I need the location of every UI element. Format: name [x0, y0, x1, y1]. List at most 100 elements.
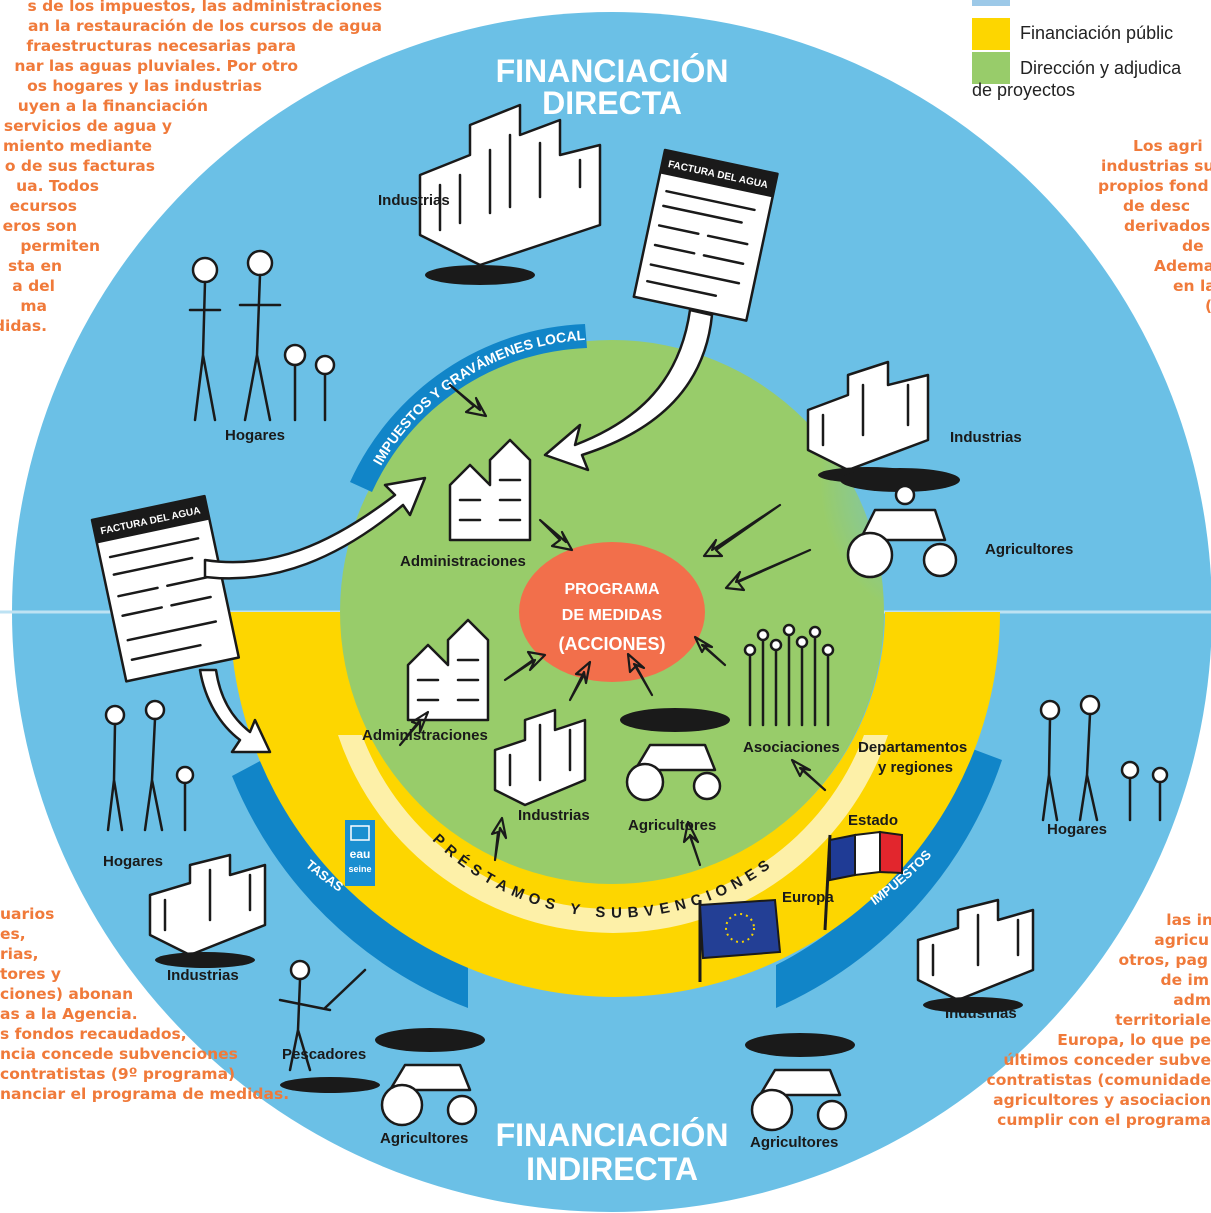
label-industrias-left: Industrias — [167, 967, 239, 984]
arrow-left-down — [198, 668, 272, 754]
program-oval — [519, 542, 705, 682]
family-right-icon — [1039, 694, 1169, 822]
factory-bottom-right-icon — [916, 898, 1035, 1013]
label-hogares-top: Hogares — [225, 427, 285, 444]
text-line: s fondos recaudados, — [0, 1025, 187, 1043]
text-line: an la restauración de los cursos de agua — [27, 17, 382, 35]
label-agricultores-right: Agricultores — [985, 541, 1073, 558]
text-line: territoriale — [1115, 1011, 1211, 1029]
text-line: derivados — [1124, 217, 1211, 235]
tractor-inner-icon — [620, 708, 730, 802]
legend-item-public-financing: Financiación públic — [972, 18, 1173, 50]
arrow-small-5 — [503, 650, 547, 682]
legend-swatch-green — [972, 52, 1010, 84]
text-line: permiten — [20, 237, 100, 255]
text-line: fraestructuras necesarias para — [26, 37, 296, 55]
water-bill-icon: FACTURA DEL AGUA — [632, 148, 779, 322]
eau-seine-logo: eau seine — [345, 820, 375, 886]
label-agricultores-bottom-left: Agricultores — [380, 1130, 468, 1147]
text-line: contratistas (9º programa) — [0, 1065, 236, 1083]
legend-label-line2: de proyectos — [972, 80, 1076, 100]
arrow-small-11 — [682, 820, 702, 867]
text-line: en la — [1173, 277, 1211, 295]
legend-swatch-yellow — [972, 18, 1010, 50]
arrow-small-3 — [702, 503, 782, 558]
impuestos-band — [776, 745, 1002, 1008]
arrow-small-12 — [790, 758, 827, 792]
text-line: ua. Todos — [16, 177, 99, 195]
arrow-small-10 — [490, 816, 508, 862]
text-line: uarios — [0, 905, 55, 923]
text-line: de — [1182, 237, 1204, 255]
label-industrias-top: Industrias — [378, 192, 450, 209]
text-line: as a la Agencia. — [0, 1005, 138, 1023]
text-line: ( — [1205, 296, 1211, 316]
tractor-right-icon — [840, 468, 960, 579]
svg-text:seine: seine — [348, 864, 371, 874]
prestamos-band — [230, 612, 1000, 997]
program-line1: PROGRAMA — [564, 581, 660, 598]
factory-icon — [418, 103, 602, 285]
family-left-icon — [104, 699, 195, 832]
label-administraciones-lower: Administraciones — [362, 727, 488, 744]
family-icon — [188, 249, 336, 422]
arrow-small-6 — [568, 660, 592, 702]
label-europa: Europa — [782, 889, 834, 906]
text-line: uyen a la financiación — [17, 97, 208, 115]
text-line: industrias sufr — [1101, 157, 1211, 175]
label-estado: Estado — [848, 812, 898, 829]
program-line3: (ACCIONES) — [559, 634, 666, 654]
text-line: cumplir con el programa — [997, 1111, 1211, 1129]
text-line: es, — [0, 925, 26, 943]
text-line: Adema — [1154, 257, 1211, 275]
text-line: Europa, lo que pe — [1057, 1031, 1211, 1049]
townhall-icon — [448, 438, 532, 542]
legend-label: Dirección y adjudica — [1020, 58, 1182, 78]
text-line: eros son — [2, 217, 77, 235]
arrow-small-9 — [398, 710, 430, 747]
text-line: propios fond — [1098, 177, 1209, 195]
text-line: servicios de agua y — [3, 117, 172, 135]
label-industrias-right: Industrias — [950, 429, 1022, 446]
indirect-title-line1: FINANCIACIÓN — [496, 1117, 729, 1153]
program-line2: DE MEDIDAS — [562, 607, 663, 624]
text-line: otros, pag — [1118, 951, 1208, 969]
text-line: o de sus facturas — [4, 157, 155, 175]
water-bill-left-icon: FACTURA DEL AGUA — [90, 494, 241, 683]
label-pescadores: Pescadores — [282, 1046, 366, 1063]
text-line: tores y — [0, 965, 61, 983]
text-line: s de los impuestos, las administraciones — [27, 0, 382, 15]
arrow-small-4 — [724, 548, 812, 592]
text-line: agricultores y asociacion — [993, 1091, 1211, 1109]
tractor-bottom-right-icon — [745, 1033, 855, 1132]
text-line: adm — [1173, 991, 1211, 1009]
text-line: las in — [1166, 911, 1211, 929]
top-right-text: Los agri industrias sufr propios fond de… — [1098, 136, 1211, 316]
text-line: Los agri — [1133, 137, 1203, 155]
text-line: ma — [20, 297, 47, 315]
label-hogares-right: Hogares — [1047, 821, 1107, 838]
label-hogares-left: Hogares — [103, 853, 163, 870]
label-asociaciones: Asociaciones — [743, 739, 840, 756]
text-line: últimos conceder subve — [1003, 1051, 1211, 1069]
label-agricultores-bottom-right: Agricultores — [750, 1134, 838, 1151]
svg-text:eau: eau — [350, 847, 371, 861]
arrow-small-1 — [448, 383, 488, 418]
text-line: ciones) abonan — [0, 985, 134, 1003]
factory-left-icon — [148, 853, 267, 968]
label-departamentos: Departamentos — [858, 739, 967, 756]
arrow-small-2 — [538, 518, 574, 552]
text-line: a del — [12, 277, 55, 295]
local-taxes-band — [350, 324, 587, 492]
arrow-small-8 — [693, 635, 727, 667]
bottom-right-text: las in agricu otros, pag de im adm terri… — [987, 910, 1211, 1130]
text-line: didas. — [0, 317, 47, 335]
text-line: ncia concede subvenciones — [0, 1045, 238, 1063]
text-line: de im — [1160, 971, 1209, 989]
label-industrias-inner: Industrias — [518, 807, 590, 824]
direct-title-line2: DIRECTA — [542, 85, 682, 121]
text-line: de desc — [1123, 197, 1191, 215]
text-line: os hogares y las industrias — [27, 77, 262, 95]
